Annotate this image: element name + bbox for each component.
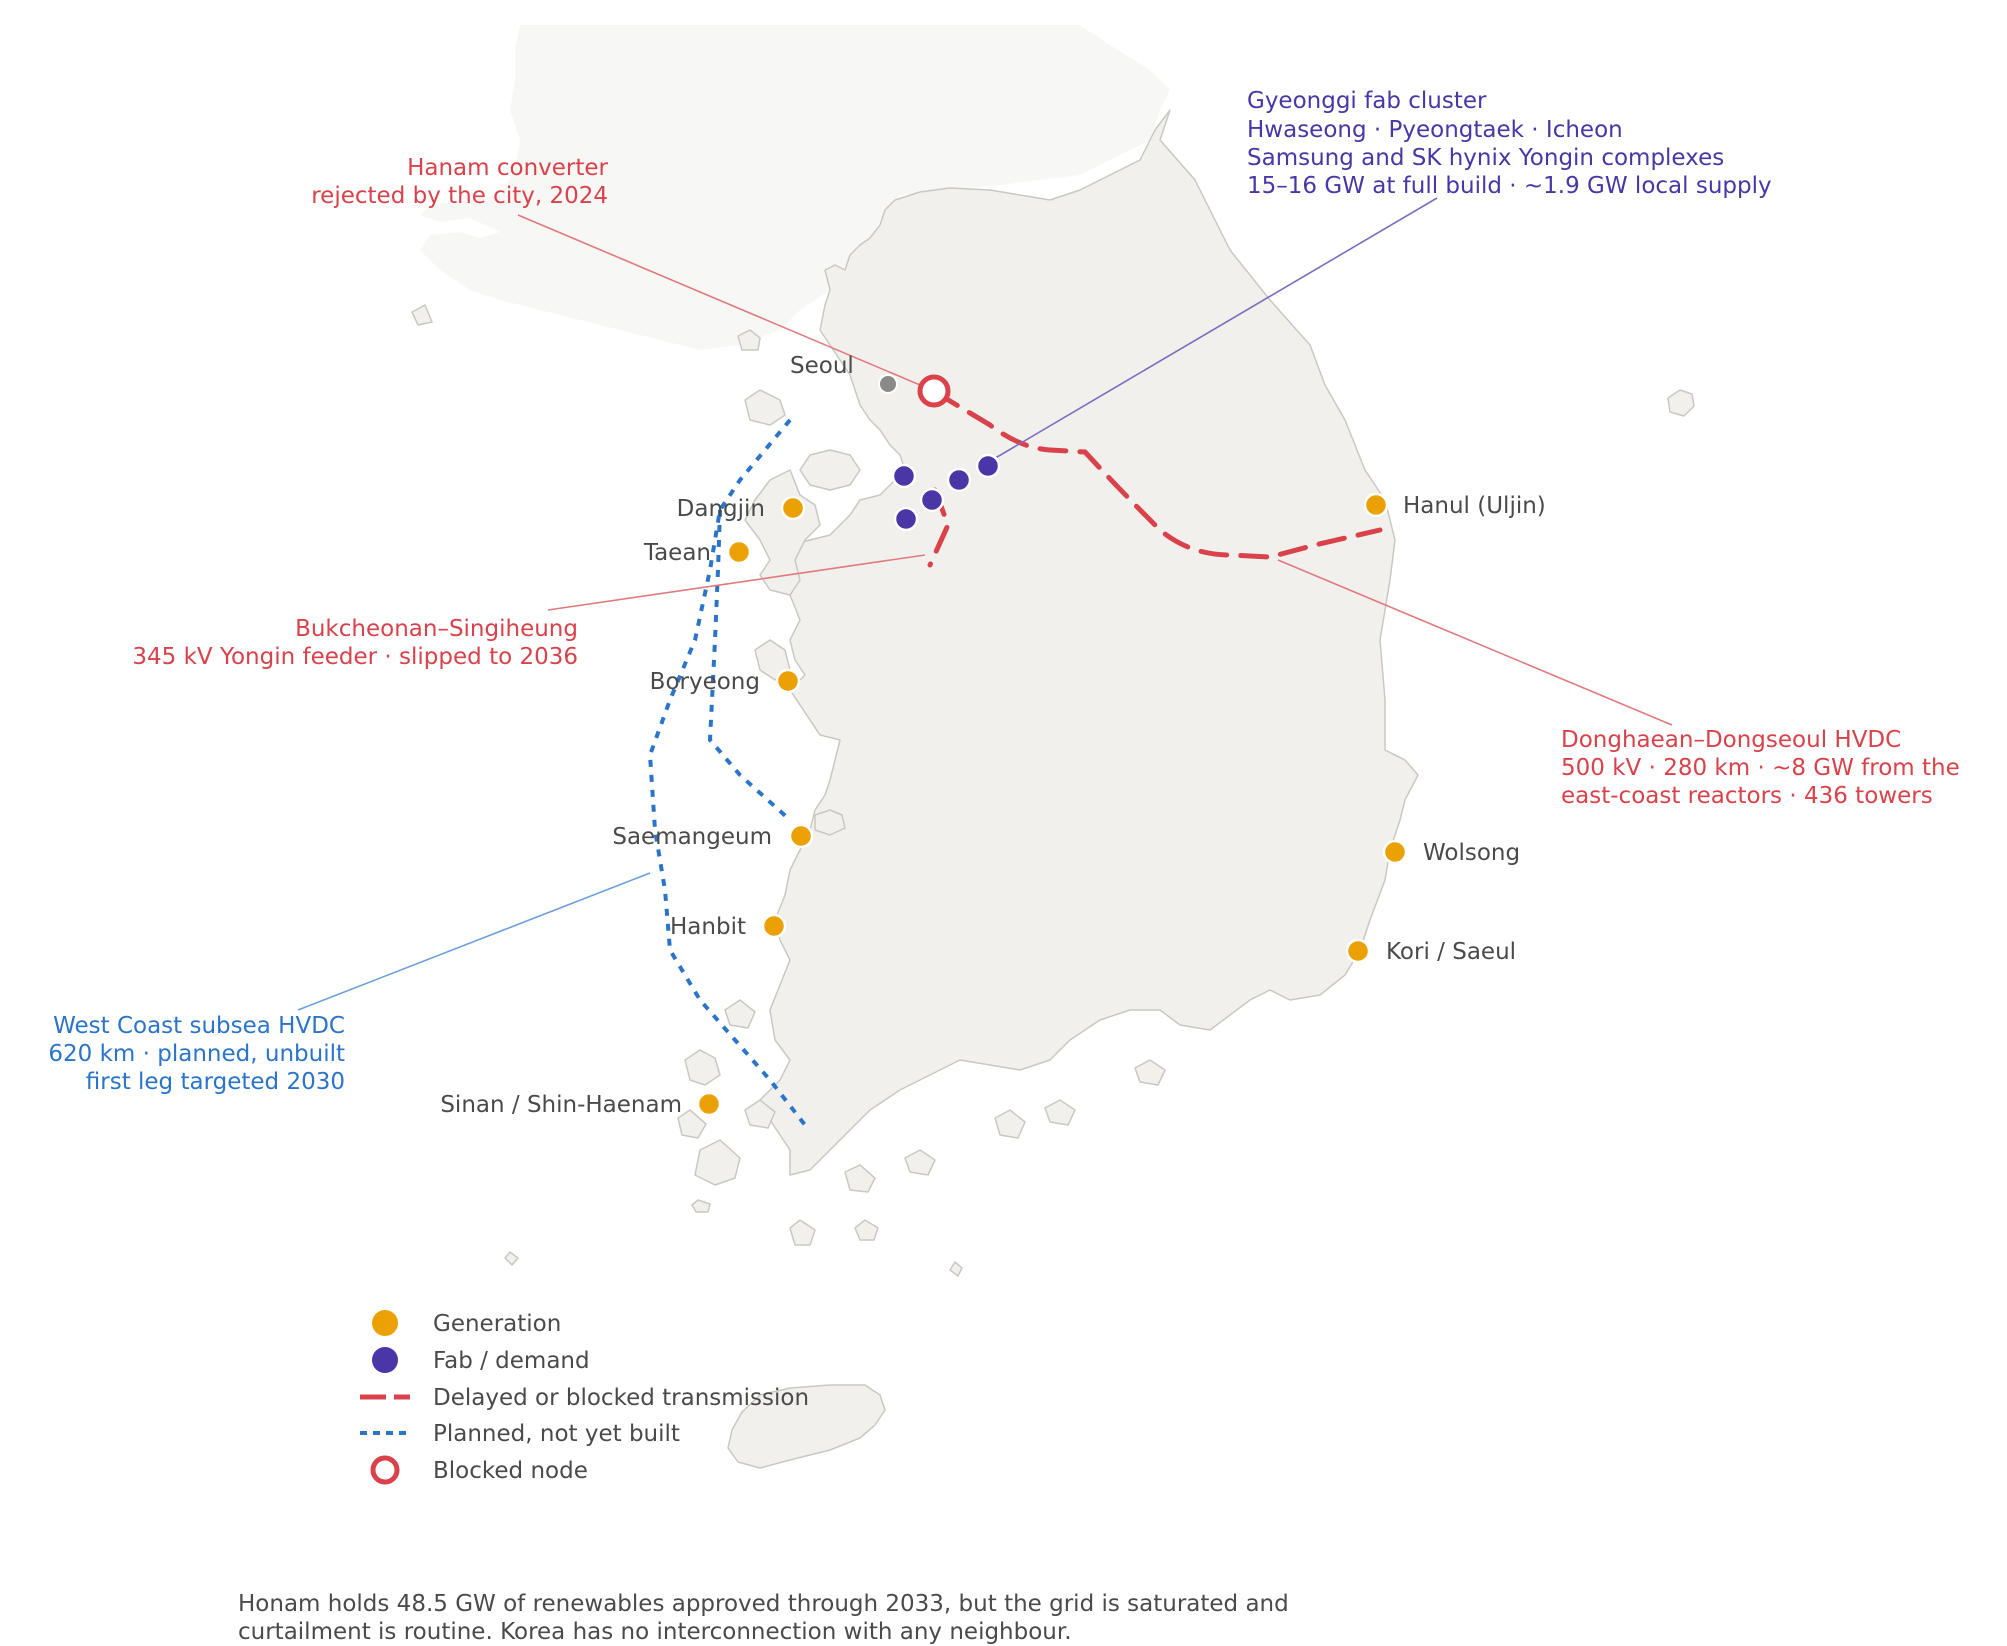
gyeonggi-annotation-line3: Samsung and SK hynix Yongin complexes bbox=[1247, 145, 1724, 171]
west-coast-hvdc-inner-line bbox=[707, 509, 792, 822]
westcoast-annotation-line1: West Coast subsea HVDC bbox=[53, 1013, 345, 1039]
gyeonggi-bay-islands bbox=[744, 389, 786, 426]
legend-delayed-label: Delayed or blocked transmission bbox=[433, 1385, 809, 1411]
seoul-label: Seoul bbox=[790, 353, 854, 379]
fab-marker-icheon bbox=[975, 453, 1001, 479]
boryeong-label: Boryeong bbox=[650, 669, 760, 695]
westcoast-annotation: West Coast subsea HVDC 620 km · planned,… bbox=[48, 1013, 345, 1095]
saemangeum-islands bbox=[814, 809, 846, 836]
gyeonggi-leader-line bbox=[991, 197, 1438, 461]
small-island-far-west bbox=[504, 1251, 519, 1266]
generation-marker-sinan bbox=[696, 1091, 722, 1117]
generation-marker-hanbit bbox=[761, 913, 787, 939]
generation-marker-saemangeum bbox=[788, 823, 814, 849]
southwest-islands-1 bbox=[684, 1049, 721, 1086]
footnote-line1: Honam holds 48.5 GW of renewables approv… bbox=[238, 1591, 1289, 1617]
dangjin-coast bbox=[799, 449, 861, 491]
donghaean-leader-line bbox=[1277, 559, 1673, 726]
north-korea-landmass bbox=[420, 25, 1170, 350]
hanul-label: Hanul (Uljin) bbox=[1403, 493, 1546, 519]
hanbit-label: Hanbit bbox=[670, 914, 746, 940]
south-coast-islands-5 bbox=[1134, 1059, 1166, 1086]
generation-marker-kori bbox=[1345, 938, 1371, 964]
boryeong-coast bbox=[754, 639, 791, 681]
wolsong-label: Wolsong bbox=[1423, 840, 1520, 866]
small-island-west bbox=[691, 1199, 711, 1213]
legend-fab-swatch bbox=[372, 1347, 398, 1373]
legend-fab-label: Fab / demand bbox=[433, 1348, 590, 1374]
jeju-island bbox=[727, 1384, 886, 1469]
south-korea-mainland bbox=[759, 109, 1419, 1176]
donghaean-annotation-line3: east-coast reactors · 436 towers bbox=[1561, 783, 1933, 809]
hanam-annotation: Hanam converter rejected by the city, 20… bbox=[311, 155, 608, 209]
hanam-annotation-line2: rejected by the city, 2024 bbox=[311, 183, 608, 209]
bukcheonan-annotation-line2: 345 kV Yongin feeder · slipped to 2036 bbox=[132, 644, 578, 670]
generation-marker-hanul bbox=[1363, 492, 1389, 518]
footnote-line2: curtailment is routine. Korea has no int… bbox=[238, 1619, 1072, 1645]
small-island-north-west bbox=[411, 304, 433, 326]
bukcheonan-leader-line bbox=[547, 554, 926, 611]
hanam-leader-line bbox=[517, 214, 921, 386]
hanam-blocked-node bbox=[917, 374, 951, 408]
south-coast-islands-1 bbox=[844, 1164, 876, 1193]
legend: Generation Fab / demand Delayed or block… bbox=[360, 1310, 809, 1485]
taean-label: Taean bbox=[643, 540, 711, 566]
gyeonggi-annotation-line4: 15–16 GW at full build · ~1.9 GW local s… bbox=[1247, 173, 1772, 199]
gyeonggi-annotation: Gyeonggi fab cluster Hwaseong · Pyeongta… bbox=[1247, 88, 1772, 199]
dangjin-label: Dangjin bbox=[677, 496, 765, 522]
fab-marker-osan bbox=[919, 487, 945, 513]
gyeonggi-annotation-line2: Hwaseong · Pyeongtaek · Icheon bbox=[1247, 117, 1623, 143]
fab-marker-hwaseong bbox=[891, 463, 917, 489]
small-island-southwest bbox=[789, 1219, 816, 1246]
donghaean-annotation-line2: 500 kV · 280 km · ~8 GW from the bbox=[1561, 755, 1960, 781]
legend-blocked-swatch bbox=[370, 1455, 400, 1485]
gyeonggi-annotation-line1: Gyeonggi fab cluster bbox=[1247, 88, 1487, 114]
donghaean-annotation: Donghaean–Dongseoul HVDC 500 kV · 280 km… bbox=[1561, 727, 1960, 809]
generation-marker-dangjin bbox=[780, 495, 806, 521]
legend-planned-label: Planned, not yet built bbox=[433, 1421, 680, 1447]
westcoast-annotation-line3: first leg targeted 2030 bbox=[86, 1069, 345, 1095]
generation-marker-boryeong bbox=[775, 668, 801, 694]
ulleung-island bbox=[1667, 389, 1695, 417]
south-coast-islands-2 bbox=[904, 1149, 936, 1176]
south-coast-islands-3 bbox=[994, 1109, 1026, 1139]
westcoast-leader-line bbox=[297, 872, 651, 1011]
westcoast-annotation-line2: 620 km · planned, unbuilt bbox=[48, 1041, 345, 1067]
bukcheonan-annotation: Bukcheonan–Singiheung 345 kV Yongin feed… bbox=[132, 616, 578, 670]
legend-generation-swatch bbox=[372, 1310, 398, 1336]
donghaean-annotation-line1: Donghaean–Dongseoul HVDC bbox=[1561, 727, 1901, 753]
south-coast-islands-4 bbox=[1044, 1099, 1076, 1126]
footnote: Honam holds 48.5 GW of renewables approv… bbox=[238, 1590, 1538, 1646]
hanam-annotation-line1: Hanam converter bbox=[407, 155, 608, 181]
legend-generation-label: Generation bbox=[433, 1311, 561, 1337]
fab-marker-yongin bbox=[946, 467, 972, 493]
small-island-south bbox=[854, 1219, 879, 1241]
legend-blocked-label: Blocked node bbox=[433, 1458, 588, 1484]
southwest-islands-2 bbox=[724, 999, 756, 1029]
west-coast-hvdc-outer-line bbox=[647, 418, 807, 1127]
kori-label: Kori / Saeul bbox=[1386, 939, 1516, 965]
southwest-islands-4 bbox=[744, 1099, 776, 1129]
bukcheonan-annotation-line1: Bukcheonan–Singiheung bbox=[295, 616, 578, 642]
small-island-south-far bbox=[949, 1261, 963, 1277]
saemangeum-label: Saemangeum bbox=[612, 824, 772, 850]
sinan-islands bbox=[677, 1109, 707, 1139]
seoul-marker bbox=[878, 374, 898, 394]
southwest-islands-3 bbox=[694, 1139, 741, 1186]
sinan-label: Sinan / Shin-Haenam bbox=[440, 1092, 682, 1118]
generation-marker-wolsong bbox=[1382, 839, 1408, 865]
generation-marker-taean bbox=[726, 539, 752, 565]
fab-marker-pyeongtaek bbox=[893, 506, 919, 532]
small-island-north-west-2 bbox=[737, 329, 761, 351]
